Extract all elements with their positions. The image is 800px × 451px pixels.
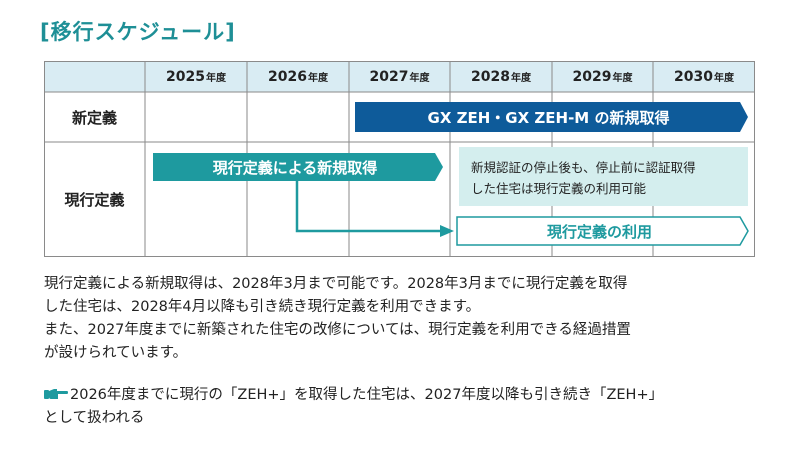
footnote: 2026年度までに現行の「ZEH+」を取得した住宅は、2027年度以降も引き続き…	[44, 384, 764, 430]
year-number: 2029	[572, 68, 612, 85]
header-row-bg	[44, 61, 755, 92]
year-unit: 年度	[612, 73, 633, 84]
year-number: 2028	[471, 68, 510, 85]
schedule-grid	[44, 61, 755, 257]
table-border	[44, 61, 755, 257]
year-number: 2030	[674, 68, 713, 85]
transition-connector	[295, 181, 442, 233]
new-definition-bar	[355, 102, 748, 132]
year-unit: 年度	[307, 73, 328, 84]
current-new-acquisition-bar	[153, 153, 443, 181]
current-use-bar-label: 現行定義の利用	[546, 222, 652, 241]
year-unit: 年度	[409, 73, 430, 84]
year-unit: 年度	[713, 73, 734, 84]
year-unit: 年度	[510, 73, 531, 84]
note-box: 新規認証の停止後も、停止前に認証取得 した住宅は現行定義の利用可能	[459, 147, 748, 206]
description-text: 現行定義による新規取得は、2028年3月まで可能です。2028年3月までに現行定…	[44, 273, 764, 365]
row-label-new-definition: 新定義	[71, 108, 117, 127]
note-line: した住宅は現行定義の利用可能	[471, 181, 647, 196]
note-line: 新規認証の停止後も、停止前に認証取得	[471, 160, 696, 175]
pointing-hand-icon	[44, 389, 68, 399]
description-line: が設けられています。	[44, 345, 188, 361]
current-new-acquisition-bar-label: 現行定義による新規取得	[212, 158, 378, 177]
year-number: 2027	[369, 68, 409, 85]
new-definition-bar-label: GX ZEH・GX ZEH-M の新規取得	[427, 108, 670, 127]
year-unit: 年度	[205, 73, 226, 84]
current-use-bar	[456, 216, 749, 246]
year-number: 2025	[166, 68, 205, 85]
year-number: 2026	[268, 68, 307, 85]
row-label-current-definition: 現行定義	[64, 191, 125, 209]
section-title: [移行スケジュール]	[40, 20, 236, 44]
description-line: 現行定義による新規取得は、2028年3月まで可能です。2028年3月までに現行定…	[44, 276, 628, 292]
arrow-head-icon	[440, 225, 454, 237]
description-line: また、2027年度までに新築された住宅の改修については、現行定義を利用できる経過…	[44, 322, 631, 338]
footnote-line: 2026年度までに現行の「ZEH+」を取得した住宅は、2027年度以降も引き続き…	[70, 387, 664, 403]
footnote-line: として扱われる	[44, 410, 145, 426]
description-line: した住宅は、2028年4月以降も引き続き現行定義を利用できます。	[44, 299, 481, 315]
